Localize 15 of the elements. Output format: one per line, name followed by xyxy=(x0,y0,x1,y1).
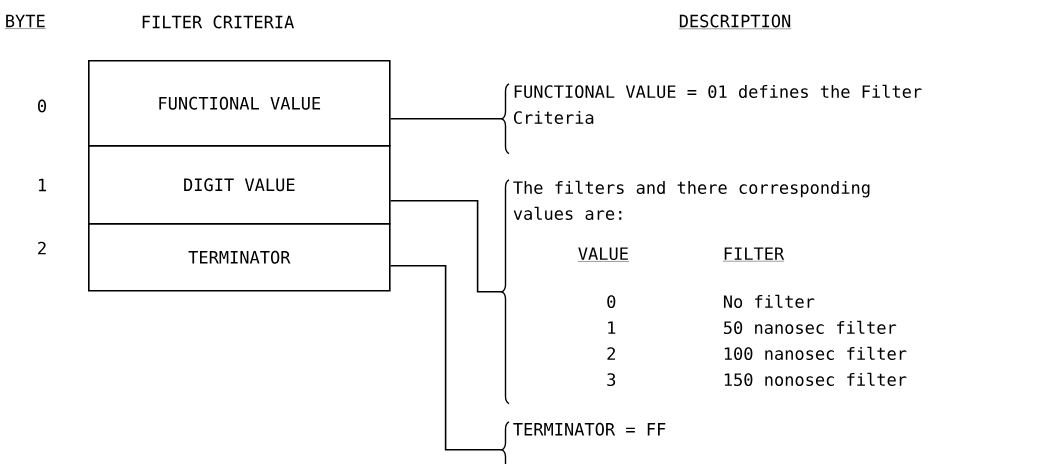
connector-line xyxy=(389,265,503,451)
description-text: TERMINATOR = FF xyxy=(513,422,666,436)
connector-line xyxy=(389,200,503,293)
byte-number: 0 xyxy=(38,99,46,113)
description-text: The filters and there corresponding values are: VALUE FILTER 0 No filter 1 50 nanosec filter 2 100 nanosec filter 3 150 nonosec filter xyxy=(513,180,907,387)
field-box: DIGIT VALUE xyxy=(88,145,391,225)
column-heading: FILTER CRITERIA xyxy=(142,15,294,29)
connector-line xyxy=(389,118,503,120)
field-box: TERMINATOR xyxy=(88,223,391,292)
description-text: FUNCTIONAL VALUE = 01 defines the Filter Criteria xyxy=(513,84,922,125)
column-heading: BYTE xyxy=(4,14,46,29)
byte-number: 1 xyxy=(38,178,46,192)
column-heading: DESCRIPTION xyxy=(678,14,792,29)
field-box: FUNCTIONAL VALUE xyxy=(88,60,391,147)
byte-number: 2 xyxy=(38,241,46,255)
